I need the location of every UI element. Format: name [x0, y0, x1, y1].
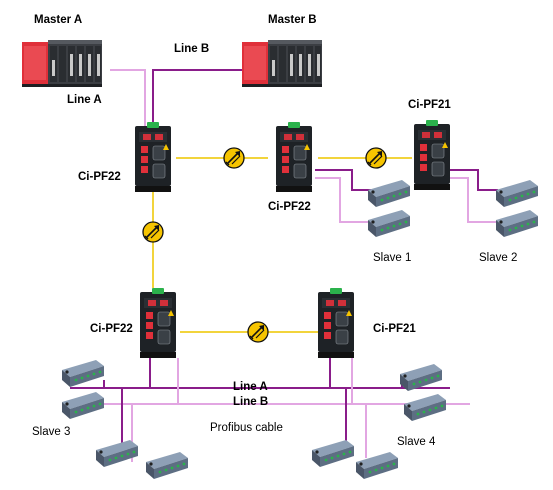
line-b-top-label: Line B [174, 43, 210, 55]
fiber-coupler-icon-1 [223, 147, 245, 169]
master-b-label: Master B [268, 14, 317, 26]
slave-device-right-1 [400, 364, 442, 391]
fiber-coupler-icon-2 [365, 147, 387, 169]
slave-device-top-1 [368, 180, 410, 207]
converter-bottom-left-label: Ci-PF22 [90, 323, 133, 335]
slave-2-label: Slave 2 [479, 252, 518, 264]
profibus-cable-label: Profibus cable [210, 422, 283, 434]
slave-4-label: Slave 4 [397, 436, 436, 448]
slave-device-left-3 [96, 440, 138, 467]
fiber-coupler-icon-4 [247, 321, 269, 343]
fiber-coupler-icon-3 [142, 221, 164, 243]
slave-device-top-2 [368, 210, 410, 237]
converter-top-mid [275, 121, 313, 193]
slave-3-label: Slave 3 [32, 426, 71, 438]
slave-device-left-1 [62, 360, 104, 387]
line-b-bus-label: Line B [233, 396, 269, 408]
master-b-plc [242, 40, 322, 87]
line-a-master-cable [110, 69, 146, 128]
converter-top-left-label: Ci-PF22 [78, 171, 121, 183]
converter-top-right-label: Ci-PF21 [408, 99, 451, 111]
converter-bottom-right [317, 287, 355, 359]
line-b-master-cable [152, 69, 245, 128]
line-a-bus-label: Line A [233, 381, 268, 393]
master-a-plc [22, 40, 102, 87]
slave-device-right-4 [356, 452, 398, 479]
converter-bottom-left [139, 287, 177, 359]
slave-1-label: Slave 1 [373, 252, 412, 264]
top-slave-cables [315, 169, 498, 223]
converter-top-left [134, 121, 172, 193]
slave-device-top-4 [496, 210, 538, 237]
converter-top-mid-label: Ci-PF22 [268, 201, 311, 213]
slave-device-left-2 [62, 392, 104, 419]
converter-top-right [413, 119, 451, 191]
line-a-top-label: Line A [67, 94, 102, 106]
slave-device-right-3 [312, 440, 354, 467]
slave-device-left-4 [146, 452, 188, 479]
slave-device-top-3 [496, 180, 538, 207]
master-a-label: Master A [34, 14, 83, 26]
converter-bottom-right-label: Ci-PF21 [373, 323, 416, 335]
slave-device-right-2 [404, 394, 446, 421]
